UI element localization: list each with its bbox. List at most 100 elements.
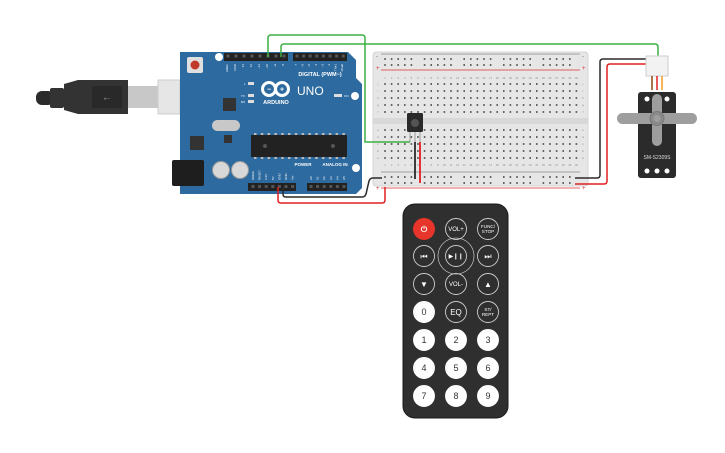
breadboard-hole[interactable] bbox=[456, 143, 459, 145]
breadboard-hole[interactable] bbox=[384, 182, 386, 184]
breadboard-hole[interactable] bbox=[417, 111, 419, 113]
breadboard-hole[interactable] bbox=[423, 176, 426, 178]
remote-button-5[interactable]: 5 bbox=[445, 357, 467, 379]
breadboard-hole[interactable] bbox=[397, 176, 399, 178]
breadboard-hole[interactable] bbox=[437, 83, 439, 85]
breadboard-hole[interactable] bbox=[555, 157, 558, 159]
breadboard-hole[interactable] bbox=[522, 90, 525, 92]
breadboard-hole[interactable] bbox=[423, 150, 426, 152]
breadboard-hole[interactable] bbox=[443, 104, 446, 106]
breadboard-hole[interactable] bbox=[456, 83, 459, 85]
breadboard-hole[interactable] bbox=[562, 104, 564, 106]
breadboard-hole[interactable] bbox=[496, 111, 498, 113]
breadboard-hole[interactable] bbox=[562, 182, 564, 184]
header-pin[interactable] bbox=[250, 54, 254, 58]
breadboard-hole[interactable] bbox=[562, 129, 564, 131]
header-pin[interactable] bbox=[308, 54, 312, 58]
breadboard-hole[interactable] bbox=[555, 176, 558, 178]
breadboard-hole[interactable] bbox=[450, 182, 452, 184]
breadboard-hole[interactable] bbox=[423, 157, 426, 159]
breadboard-hole[interactable] bbox=[536, 83, 538, 85]
breadboard-hole[interactable] bbox=[562, 136, 564, 138]
breadboard-hole[interactable] bbox=[463, 182, 465, 184]
breadboard-hole[interactable] bbox=[529, 58, 531, 60]
breadboard-hole[interactable] bbox=[522, 104, 525, 106]
breadboard-hole[interactable] bbox=[529, 83, 531, 85]
breadboard-hole[interactable] bbox=[549, 111, 551, 113]
breadboard-hole[interactable] bbox=[542, 111, 545, 113]
breadboard-hole[interactable] bbox=[410, 58, 413, 60]
breadboard-hole[interactable] bbox=[575, 90, 578, 92]
reset-button[interactable] bbox=[190, 60, 200, 70]
breadboard-hole[interactable] bbox=[483, 150, 485, 152]
breadboard-hole[interactable] bbox=[404, 136, 406, 138]
breadboard-hole[interactable] bbox=[509, 111, 512, 113]
breadboard-hole[interactable] bbox=[456, 129, 459, 131]
breadboard-hole[interactable] bbox=[450, 58, 452, 60]
breadboard-hole[interactable] bbox=[516, 129, 518, 131]
breadboard-hole[interactable] bbox=[503, 64, 505, 66]
breadboard-hole[interactable] bbox=[549, 176, 551, 178]
breadboard-hole[interactable] bbox=[470, 129, 472, 131]
breadboard-hole[interactable] bbox=[463, 104, 465, 106]
breadboard-hole[interactable] bbox=[529, 97, 531, 99]
breadboard-hole[interactable] bbox=[569, 136, 571, 138]
breadboard-hole[interactable] bbox=[489, 111, 492, 113]
breadboard-hole[interactable] bbox=[569, 83, 571, 85]
header-pin[interactable] bbox=[271, 185, 275, 188]
breadboard-hole[interactable] bbox=[450, 83, 452, 85]
breadboard-hole[interactable] bbox=[476, 97, 479, 99]
breadboard-hole[interactable] bbox=[536, 129, 538, 131]
breadboard-hole[interactable] bbox=[430, 150, 432, 152]
breadboard-hole[interactable] bbox=[384, 176, 386, 178]
remote-button-7[interactable]: 7 bbox=[413, 385, 435, 407]
breadboard-hole[interactable] bbox=[417, 104, 419, 106]
header-pin[interactable] bbox=[316, 185, 320, 188]
breadboard-hole[interactable] bbox=[496, 90, 498, 92]
breadboard-hole[interactable] bbox=[489, 143, 492, 145]
remote-button-2[interactable]: 2 bbox=[445, 329, 467, 351]
remote-button-down[interactable]: ▼ bbox=[413, 273, 435, 295]
breadboard-hole[interactable] bbox=[569, 150, 571, 152]
breadboard-hole[interactable] bbox=[423, 129, 426, 131]
breadboard-hole[interactable] bbox=[384, 104, 386, 106]
breadboard-hole[interactable] bbox=[443, 182, 446, 184]
remote-button-func-stop[interactable]: FUNC/STOP bbox=[477, 218, 499, 240]
breadboard-hole[interactable] bbox=[489, 83, 492, 85]
breadboard-hole[interactable] bbox=[456, 136, 459, 138]
breadboard-hole[interactable] bbox=[470, 176, 472, 178]
breadboard-hole[interactable] bbox=[423, 104, 426, 106]
breadboard-hole[interactable] bbox=[516, 136, 518, 138]
breadboard-hole[interactable] bbox=[483, 143, 485, 145]
breadboard-hole[interactable] bbox=[443, 143, 446, 145]
breadboard-hole[interactable] bbox=[562, 83, 564, 85]
breadboard-hole[interactable] bbox=[536, 111, 538, 113]
breadboard-hole[interactable] bbox=[390, 182, 393, 184]
breadboard-hole[interactable] bbox=[384, 111, 386, 113]
breadboard-hole[interactable] bbox=[443, 176, 446, 178]
breadboard-hole[interactable] bbox=[423, 182, 426, 184]
breadboard-hole[interactable] bbox=[397, 111, 399, 113]
breadboard-hole[interactable] bbox=[489, 104, 492, 106]
breadboard-hole[interactable] bbox=[456, 104, 459, 106]
breadboard-hole[interactable] bbox=[397, 182, 399, 184]
breadboard-hole[interactable] bbox=[542, 129, 545, 131]
breadboard-hole[interactable] bbox=[522, 64, 525, 66]
breadboard-hole[interactable] bbox=[390, 157, 393, 159]
breadboard-hole[interactable] bbox=[463, 136, 465, 138]
breadboard-hole[interactable] bbox=[516, 104, 518, 106]
breadboard-hole[interactable] bbox=[555, 64, 558, 66]
breadboard-hole[interactable] bbox=[489, 58, 492, 60]
breadboard-hole[interactable] bbox=[549, 129, 551, 131]
breadboard-hole[interactable] bbox=[483, 64, 485, 66]
breadboard-hole[interactable] bbox=[542, 136, 545, 138]
breadboard-hole[interactable] bbox=[430, 64, 432, 66]
breadboard-hole[interactable] bbox=[417, 150, 419, 152]
breadboard-hole[interactable] bbox=[503, 129, 505, 131]
breadboard-hole[interactable] bbox=[509, 64, 512, 66]
breadboard-hole[interactable] bbox=[450, 111, 452, 113]
breadboard-hole[interactable] bbox=[549, 83, 551, 85]
header-pin[interactable] bbox=[284, 185, 288, 188]
breadboard-hole[interactable] bbox=[529, 129, 531, 131]
